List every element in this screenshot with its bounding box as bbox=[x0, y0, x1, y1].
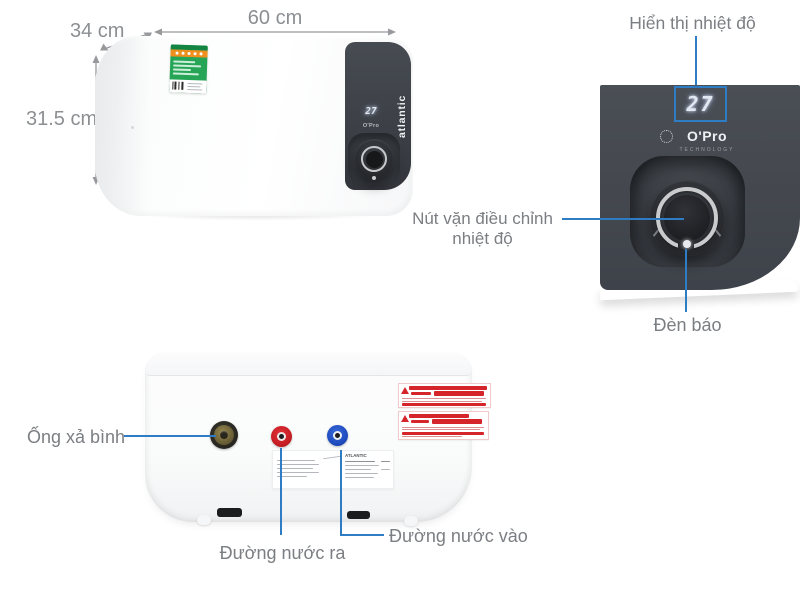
brand-logo: atlantic bbox=[396, 94, 408, 138]
warning-phone-text bbox=[411, 420, 429, 423]
hot-water-outlet-hole bbox=[279, 434, 284, 439]
temperature-display-annotation: Hiển thị nhiệt độ bbox=[629, 13, 756, 33]
temperature-display-leader-line bbox=[695, 36, 697, 86]
star-icon bbox=[181, 51, 185, 55]
energy-label-footer bbox=[169, 79, 207, 94]
spec-text-line bbox=[345, 465, 379, 466]
warning-footer-band bbox=[402, 403, 486, 406]
height-dimension-label: 31.5 cm bbox=[26, 108, 98, 130]
spec-text-line bbox=[277, 460, 315, 461]
side-seam-dot bbox=[131, 126, 134, 129]
spec-label: ATLANTIC bbox=[272, 450, 394, 489]
front-indicator-light bbox=[371, 176, 376, 180]
spec-text-line bbox=[345, 469, 371, 470]
opro-logo-text: O'Pro bbox=[686, 128, 728, 144]
foot-bump bbox=[197, 515, 211, 525]
width-dimension-label: 60 cm bbox=[247, 7, 303, 29]
knob-leader-line bbox=[562, 218, 684, 220]
spec-text-line bbox=[277, 468, 313, 469]
warning-phone-text bbox=[434, 391, 484, 396]
knob-annotation: Nút vặn điều chỉnh nhiệt độ bbox=[405, 209, 560, 250]
front-opro-logo: O'Pro bbox=[362, 123, 380, 129]
opro-sun-icon bbox=[660, 130, 673, 143]
indicator-light bbox=[683, 240, 691, 248]
bottom-view-lid bbox=[146, 352, 471, 376]
foot bbox=[217, 508, 242, 517]
water-inlet-leader-line-horizontal bbox=[340, 534, 384, 536]
indicator-annotation: Đèn báo bbox=[653, 315, 722, 335]
warning-footer-band bbox=[402, 432, 484, 435]
temperature-display: 27 bbox=[686, 92, 715, 116]
barcode-icon bbox=[174, 81, 177, 90]
water-outlet-leader-line bbox=[280, 448, 282, 535]
front-control-panel: atlantic 27 O'Pro bbox=[345, 42, 411, 190]
star-icon bbox=[193, 52, 197, 56]
warning-header-band bbox=[409, 386, 487, 390]
spec-text-line bbox=[277, 476, 307, 477]
knob-annotation-line1: Nút vặn điều chỉnh bbox=[412, 209, 553, 228]
spec-text-line bbox=[381, 469, 390, 470]
front-knob-ring bbox=[361, 146, 387, 172]
spec-text-line bbox=[345, 461, 375, 462]
warning-phone-text bbox=[432, 419, 482, 424]
energy-footer-text-line bbox=[187, 85, 201, 88]
warning-text-line bbox=[402, 400, 482, 402]
star-icon bbox=[175, 51, 179, 55]
energy-label-text-line bbox=[173, 64, 202, 68]
foot-bump bbox=[404, 516, 418, 526]
water-inlet-leader-line-vertical bbox=[340, 450, 342, 536]
warning-text-line bbox=[402, 426, 484, 428]
barcode-icon bbox=[178, 81, 180, 90]
indicator-leader-line bbox=[685, 249, 687, 312]
energy-footer-text-line bbox=[187, 88, 203, 91]
star-icon bbox=[187, 51, 191, 56]
water-heater-front-view: atlantic 27 O'Pro bbox=[95, 36, 413, 216]
energy-footer-text-line bbox=[187, 82, 203, 85]
star-icon bbox=[199, 52, 203, 56]
energy-label-star-band bbox=[170, 49, 208, 58]
warning-label bbox=[398, 411, 489, 440]
spec-text-line bbox=[381, 461, 390, 462]
depth-dimension-label: 34 cm bbox=[70, 20, 125, 42]
warning-triangle-icon bbox=[401, 387, 409, 394]
water-heater-bottom-view: ATLANTIC bbox=[145, 352, 491, 526]
energy-rating-label bbox=[169, 44, 208, 94]
energy-label-text-line bbox=[172, 68, 191, 72]
water-outlet-annotation: Đường nước ra bbox=[219, 543, 346, 563]
spec-brand: ATLANTIC bbox=[345, 453, 367, 458]
drain-leader-line bbox=[124, 435, 216, 437]
barcode-icon bbox=[181, 81, 184, 90]
energy-label-text-line bbox=[172, 72, 199, 76]
warning-header-band bbox=[409, 414, 469, 418]
width-dimension-arrow-icon bbox=[154, 28, 396, 36]
spec-text-line bbox=[277, 464, 319, 465]
spec-text-line bbox=[345, 473, 378, 474]
cold-water-inlet-hole bbox=[335, 433, 340, 438]
foot bbox=[347, 511, 370, 519]
warning-triangle-icon bbox=[401, 415, 409, 422]
front-knob-center bbox=[366, 151, 383, 168]
opro-logo: O'Pro TECHNOLOGY bbox=[600, 128, 800, 153]
front-temperature-display: 27 bbox=[365, 106, 377, 117]
drain-annotation: Ống xả bình bbox=[27, 427, 126, 447]
water-inlet-annotation: Đường nước vào bbox=[389, 526, 528, 546]
spec-text-line bbox=[345, 477, 374, 478]
closeup-control-panel: 27 O'Pro TECHNOLOGY bbox=[600, 85, 800, 290]
warning-text-line bbox=[402, 436, 462, 437]
temperature-display-highlight-box: 27 bbox=[674, 86, 727, 122]
warning-text-line bbox=[402, 398, 486, 399]
side-face-shading bbox=[95, 36, 157, 216]
spec-text-line bbox=[277, 472, 319, 473]
energy-label-text-line bbox=[173, 60, 196, 64]
cold-water-inlet-port bbox=[327, 425, 348, 446]
warning-label bbox=[398, 383, 491, 408]
spec-text-line bbox=[323, 455, 341, 460]
hot-water-outlet-port bbox=[271, 426, 292, 447]
knob-annotation-line2: nhiệt độ bbox=[452, 229, 513, 249]
warning-phone-text bbox=[411, 392, 431, 395]
warning-text-line bbox=[402, 429, 480, 430]
drain-valve-center bbox=[220, 431, 228, 439]
opro-logo-subtext: TECHNOLOGY bbox=[679, 147, 735, 153]
